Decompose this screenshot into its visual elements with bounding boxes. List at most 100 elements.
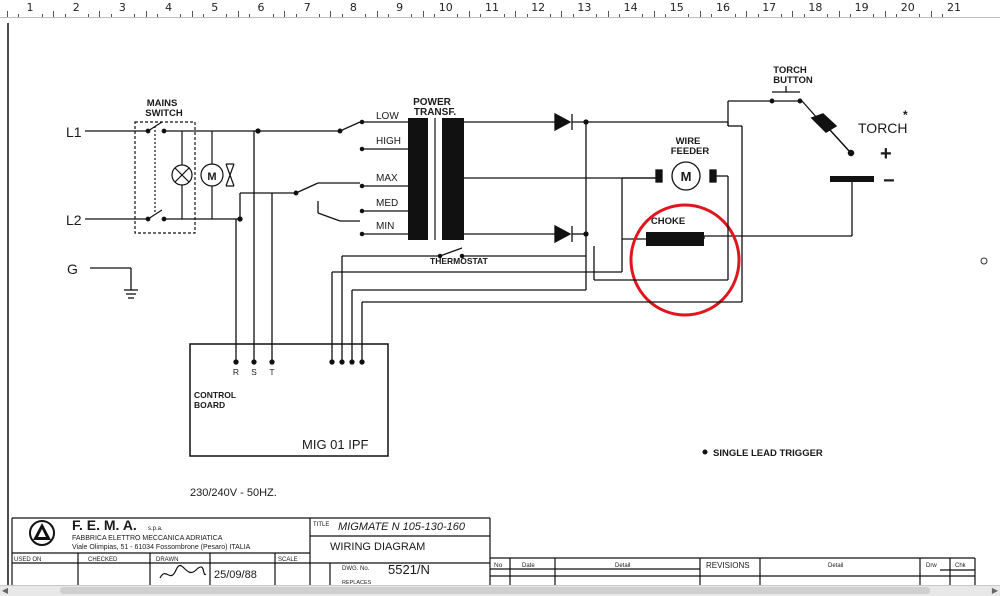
- ruler-number: 6: [257, 1, 265, 14]
- torch-asterisk: *: [903, 108, 908, 122]
- ruler-tick: [388, 14, 390, 17]
- ruler-tick: [87, 14, 89, 17]
- control-board-label-2: BOARD: [194, 400, 225, 410]
- ruler-tick: [607, 11, 609, 17]
- mains-switch: [134, 121, 258, 234]
- drawn-label: DRAWN: [156, 557, 178, 563]
- ruler-tick: [595, 14, 597, 17]
- ruler-tick: [792, 11, 794, 17]
- ruler-tick: [376, 11, 378, 17]
- ruler-number: 4: [165, 1, 173, 14]
- mains-lamp-icon: [171, 164, 193, 186]
- power-transf-label-1: POWER: [413, 97, 452, 108]
- scrollbar-thumb[interactable]: [60, 587, 930, 594]
- tap-med: MED: [376, 198, 398, 209]
- ruler-tick: [434, 14, 436, 17]
- ruler-tick: [515, 11, 517, 17]
- control-board-label-1: CONTROL: [194, 390, 236, 400]
- wire-feeder-label-1: WIRE: [676, 136, 701, 147]
- rst-t: T: [269, 367, 274, 377]
- tap-low: LOW: [376, 111, 399, 122]
- choke-label: CHOKE: [651, 216, 685, 227]
- rev-detail-header: Detail: [615, 563, 630, 569]
- company-suffix: s.p.a.: [148, 526, 163, 532]
- ruler-tick: [665, 14, 667, 17]
- tap-min: MIN: [376, 221, 394, 232]
- replaces-label: REPLACES: [342, 580, 372, 586]
- ruler-tick: [503, 14, 505, 17]
- ruler-number: 16: [716, 1, 730, 14]
- voltage-label: 230/240V - 50HZ.: [190, 487, 277, 499]
- ruler-tick: [803, 14, 805, 17]
- transformer-primary-wiring: [237, 119, 408, 237]
- fema-logo-icon: [29, 520, 55, 546]
- checked-label: CHECKED: [88, 557, 118, 563]
- used-on-label: USED ON: [14, 557, 41, 563]
- ruler-tick: [203, 14, 205, 17]
- ruler-number: 14: [623, 1, 638, 14]
- ruler-tick: [157, 14, 159, 17]
- doc-title: WIRING DIAGRAM: [330, 541, 425, 553]
- ruler-tick: [653, 11, 655, 17]
- company-name: F. E. M. A.: [72, 517, 137, 533]
- torch-button: [727, 86, 819, 122]
- title-label: TITLE: [313, 522, 329, 528]
- ruler-number: 9: [396, 1, 404, 14]
- ruler-tick: [896, 14, 898, 17]
- ruler-number: 20: [900, 1, 915, 14]
- ruler-tick: [826, 14, 828, 17]
- ruler-number: 3: [118, 1, 126, 14]
- ruler-tick: [688, 14, 690, 17]
- rev-date-header: Date: [522, 563, 535, 569]
- control-board: [189, 343, 389, 457]
- sheet-marker: [980, 257, 988, 265]
- ruler-number: 15: [669, 1, 684, 14]
- ruler-tick: [572, 14, 574, 17]
- ruler-tick: [838, 11, 840, 17]
- ruler-tick: [284, 11, 286, 17]
- ruler-number: 17: [762, 1, 777, 14]
- ruler-tick: [364, 14, 366, 17]
- ruler-tick: [133, 14, 135, 17]
- l1-label: L1: [66, 124, 82, 140]
- torch-button-label-2: BUTTON: [773, 75, 813, 86]
- ruler-tick: [711, 14, 713, 17]
- revisions-header: REVISIONS: [706, 561, 750, 570]
- wire-feeder-label-2: FEEDER: [671, 146, 710, 157]
- title-block: [11, 517, 976, 586]
- l2-label: L2: [66, 212, 82, 228]
- mains-switch-label-2: SWITCH: [145, 108, 183, 119]
- wire-feeder-motor: [621, 161, 728, 272]
- rev-drw-header: Drw: [926, 563, 937, 569]
- ruler-tick: [699, 11, 701, 17]
- horizontal-scrollbar[interactable]: ◀ ▶: [0, 585, 1000, 596]
- ruler-tick: [99, 11, 101, 17]
- ruler-tick: [919, 14, 921, 17]
- torch-label: TORCH: [858, 120, 908, 136]
- ruler-tick: [180, 14, 182, 17]
- drawn-date: 25/09/88: [214, 569, 257, 581]
- tap-max: MAX: [376, 173, 398, 184]
- scroll-right-arrow-icon[interactable]: ▶: [991, 586, 999, 595]
- rev-detail-header-2: Detail: [828, 563, 843, 569]
- wire-feeder-m-label: M: [681, 169, 692, 184]
- ruler-tick: [422, 11, 424, 17]
- ruler-tick: [642, 14, 644, 17]
- ruler-tick: [226, 14, 228, 17]
- tap-high: HIGH: [376, 136, 401, 147]
- torch-minus: −: [883, 170, 895, 192]
- company-line-1: FABBRICA ELETTRO MECCANICA ADRIATICA: [72, 535, 223, 542]
- rev-chk-header: Chk: [955, 563, 967, 569]
- workpiece-clamp: [700, 176, 874, 237]
- ruler-number: 5: [211, 1, 219, 14]
- power-transformer: [408, 118, 464, 240]
- torch-button-label-1: TORCH: [773, 65, 807, 76]
- dwg-no-label: DWG. No.: [342, 566, 370, 572]
- ruler-tick: [468, 11, 470, 17]
- ruler-tick: [561, 11, 563, 17]
- ruler-number: 11: [485, 1, 499, 14]
- scroll-left-arrow-icon[interactable]: ◀: [1, 586, 9, 595]
- rectifier-output: [464, 112, 728, 290]
- ruler-number: 1: [26, 1, 34, 14]
